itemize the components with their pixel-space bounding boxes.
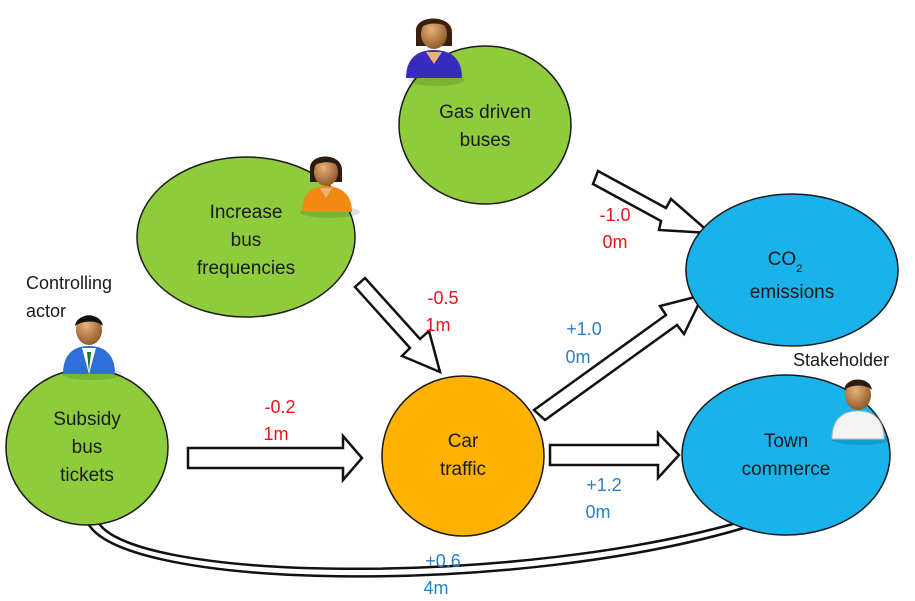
controlling-actor-label-line: actor [26,301,66,321]
edge-car-to-co2-delay: 0m [565,347,590,367]
node-subsidy-bus-tickets: Subsidy bus tickets [5,368,169,526]
node-increase-bus-frequencies: Increase bus frequencies [136,156,356,318]
node-label-line: bus [231,230,262,251]
node-label-line: Subsidy [53,409,121,430]
person-icon-purple [406,18,465,86]
node-label-line: Gas driven [439,102,531,123]
node-label-line: traffic [440,459,486,480]
edge-subsidy-to-town-effect: +0.6 [425,551,461,571]
edge-freq-to-car-effect: -0.5 [427,288,458,308]
edge-car-to-town-arrow [548,429,681,482]
node-label-line: frequencies [197,258,295,279]
edge-subsidy-to-car-delay: 1m [263,424,288,444]
co2-subscript: 2 [796,263,802,275]
node-label-co2: CO2 [768,249,803,275]
edge-freq-to-car-delay: 1m [425,315,450,335]
node-label-line: Town [764,431,808,452]
node-label-line: bus [72,437,103,458]
node-label-line: tickets [60,465,114,486]
person-icon-white-shirt [831,379,891,445]
node-label-line: buses [460,130,511,151]
node-co2-emissions: CO2 emissions [685,193,899,347]
edge-subsidy-to-town-delay: 4m [423,578,448,598]
node-town-commerce: Town commerce [681,374,891,536]
node-label-line: commerce [742,459,831,480]
controlling-actor-label-line: Controlling [26,273,112,293]
stakeholder-label: Stakeholder [793,350,889,370]
co2-main: CO [768,249,797,270]
person-icon-orange [300,156,360,218]
edge-subsidy-to-car-arrow [186,432,364,484]
node-gas-driven-buses: Gas driven buses [398,45,572,205]
edge-car-to-co2-effect: +1.0 [566,319,602,339]
edge-subsidy-to-car-effect: -0.2 [264,397,295,417]
edge-gas-to-co2-effect: -1.0 [599,205,630,225]
person-icon-blue-suit [62,315,122,380]
edge-gas-to-co2-arrow [591,169,714,235]
node-label-line: Increase [210,202,283,223]
edge-car-to-co2-arrow [532,293,706,422]
node-label-line: Car [448,431,479,452]
node-car-traffic: Car traffic [381,375,545,537]
edge-car-to-town-delay: 0m [585,502,610,522]
edge-gas-to-co2-delay: 0m [602,232,627,252]
node-label-line: emissions [750,282,834,303]
edge-car-to-town-effect: +1.2 [586,475,622,495]
edge-freq-to-car-arrow [353,276,442,375]
